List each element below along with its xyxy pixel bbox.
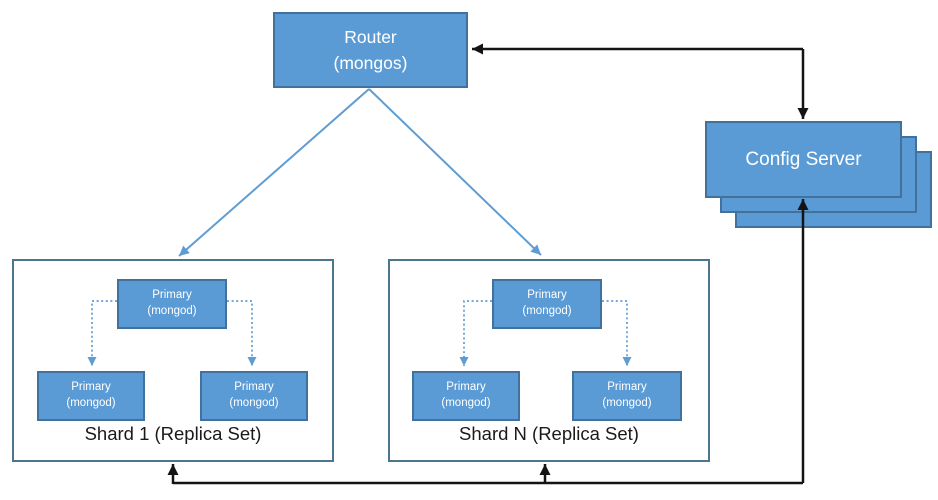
shardN-container: Shard N (Replica Set) (388, 259, 710, 462)
router-to-shardN-arrow (368, 88, 542, 256)
shard1-replica-right-line2: (mongod) (229, 397, 279, 409)
shard1-replica-left-line2: (mongod) (66, 397, 116, 409)
router-node: Router (mongos) (273, 12, 468, 88)
shardN-replica-left-node: Primary (mongod) (412, 371, 520, 421)
router-label-line1: Router (344, 26, 397, 47)
shardN-replica-left-line1: Primary (446, 381, 486, 394)
router-label-line2: (mongos) (333, 53, 408, 73)
config-server-node: Config Server (705, 121, 902, 198)
shard1-replica-left-line1: Primary (71, 381, 111, 394)
shard1-primary-line1: Primary (152, 289, 192, 302)
shardN-primary-line2: (mongod) (522, 305, 572, 317)
shard1-label: Shard 1 (Replica Set) (84, 423, 262, 444)
config-server-label: Config Server (745, 148, 862, 170)
shard1-primary-node: Primary (mongod) (117, 279, 227, 329)
shard1-replica-right-node: Primary (mongod) (200, 371, 308, 421)
shardN-replica-left-line2: (mongod) (441, 397, 491, 409)
shardN-primary-line1: Primary (527, 289, 567, 302)
shard1-replica-left-node: Primary (mongod) (37, 371, 145, 421)
shardN-primary-node: Primary (mongod) (492, 279, 602, 329)
shard1-primary-line2: (mongod) (147, 305, 197, 317)
shardN-replica-right-line2: (mongod) (602, 397, 652, 409)
shard1-container: Shard 1 (Replica Set) (12, 259, 334, 462)
shardN-replica-right-node: Primary (mongod) (572, 371, 682, 421)
shard1-replica-right-line1: Primary (234, 381, 274, 394)
shardN-label: Shard N (Replica Set) (459, 423, 639, 444)
shardN-replica-right-line1: Primary (607, 381, 647, 394)
router-to-shard1-arrow (178, 88, 370, 257)
